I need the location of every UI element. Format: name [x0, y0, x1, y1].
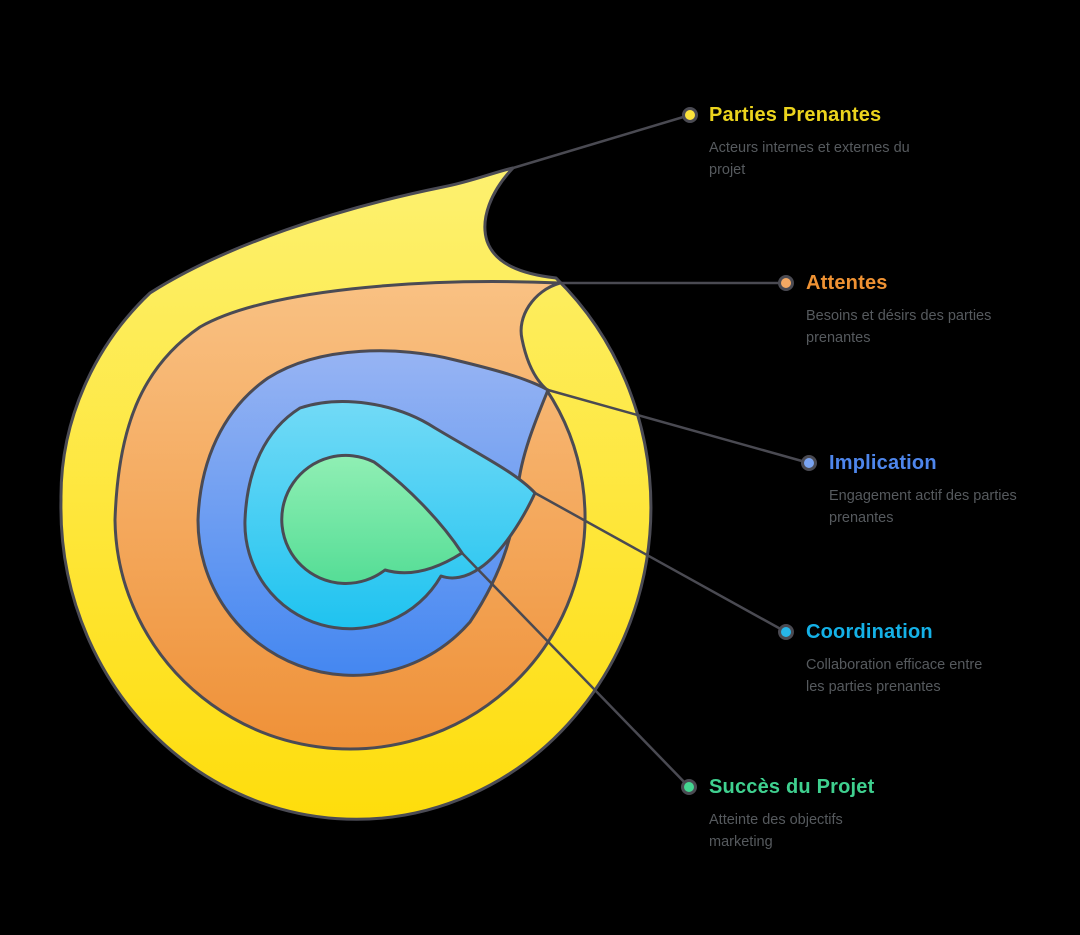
connector-implication: [547, 388, 810, 465]
connector-coordination: [534, 491, 787, 634]
label-description: Engagement actif des parties prenantes: [829, 488, 1017, 526]
label-title: Coordination: [806, 621, 933, 643]
label-title: Parties Prenantes: [709, 104, 882, 126]
attentes-dot-icon: [778, 275, 794, 291]
label-implication: Implication Engagement actif des parties…: [829, 451, 1041, 530]
implication-dot-icon: [801, 455, 817, 471]
connector-succes-du-projet: [461, 552, 690, 788]
coordination-dot-icon: [778, 624, 794, 640]
label-title: Succès du Projet: [709, 776, 875, 798]
layer-succes-du-projet-shape: [280, 453, 464, 585]
succes-du-projet-dot-icon: [681, 779, 697, 795]
label-description: Acteurs internes et externes du projet: [709, 140, 910, 178]
label-attentes: Attentes Besoins et désirs des parties p…: [806, 271, 1011, 350]
label-parties-prenantes: Parties Prenantes Acteurs internes et ex…: [709, 103, 914, 182]
parties-prenantes-dot-icon: [682, 107, 698, 123]
label-description: Besoins et désirs des parties prenantes: [806, 308, 992, 346]
label-title: Attentes: [806, 272, 888, 294]
label-coordination: Coordination Collaboration efficace entr…: [806, 620, 1002, 699]
label-succes-du-projet: Succès du Projet Atteinte des objectifs …: [709, 775, 881, 854]
label-description: Atteinte des objectifs marketing: [709, 812, 843, 850]
label-description: Collaboration efficace entre les parties…: [806, 657, 983, 695]
connector-parties-prenantes: [512, 113, 691, 170]
label-title: Implication: [829, 452, 937, 474]
